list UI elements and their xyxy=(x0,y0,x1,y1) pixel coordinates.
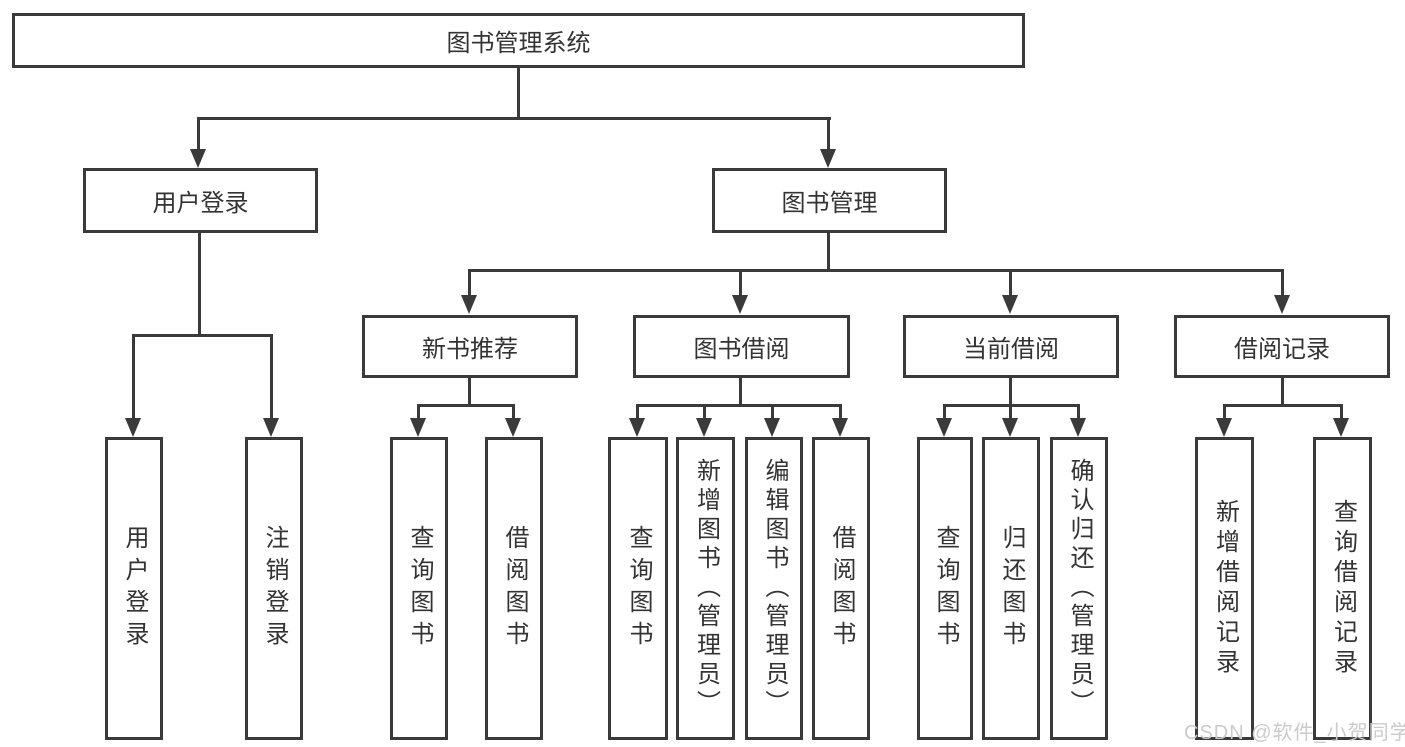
connector-user-login-split xyxy=(132,334,273,337)
arrow-down-icon xyxy=(410,418,426,437)
node-new-book-recommend: 新书推荐 xyxy=(362,315,578,378)
connector-user-login-stem xyxy=(198,233,201,337)
connector-current-borrowing-stem xyxy=(1009,378,1012,407)
node-label: 借阅图书 xyxy=(828,524,855,653)
connector-drop xyxy=(512,404,515,420)
connector-borrowing-records-split xyxy=(1223,404,1343,407)
connector-drop xyxy=(1223,404,1226,420)
arrow-down-icon xyxy=(1070,418,1086,437)
connector-drop-leaf-user-login xyxy=(132,334,135,419)
node-label: 编辑图书（管理员） xyxy=(761,458,788,719)
leaf-return-books: 归还图书 xyxy=(982,437,1040,740)
leaf-confirm-return-admin: 确认归还（管理员） xyxy=(1050,437,1108,740)
connector-drop-current-borrowing xyxy=(1009,269,1012,296)
connector-drop xyxy=(943,404,946,420)
connector-borrowing-records-stem xyxy=(1281,378,1284,407)
arrow-down-icon xyxy=(820,149,836,168)
arrow-down-icon xyxy=(629,418,645,437)
node-label: 查询借阅记录 xyxy=(1329,498,1357,679)
node-library-management-system: 图书管理系统 xyxy=(12,13,1025,68)
node-label: 图书管理系统 xyxy=(446,30,591,57)
arrow-down-icon xyxy=(696,418,712,437)
connector-drop xyxy=(703,404,706,420)
leaf-add-book-admin: 新增图书（管理员） xyxy=(676,437,735,740)
node-label: 用户登录 xyxy=(121,524,148,653)
leaf-query-books-recommend: 查询图书 xyxy=(390,437,448,740)
leaf-query-books-borrowing: 查询图书 xyxy=(608,437,668,740)
arrow-down-icon xyxy=(190,149,206,168)
connector-drop xyxy=(417,404,420,420)
connector-drop xyxy=(1009,404,1012,420)
arrow-down-icon xyxy=(764,418,780,437)
connector-drop-book-borrowing xyxy=(739,269,742,296)
connector-drop xyxy=(1340,404,1343,420)
arrow-down-icon xyxy=(125,418,141,437)
connector-drop xyxy=(839,404,842,420)
leaf-add-borrow-record: 新增借阅记录 xyxy=(1195,437,1254,740)
arrow-down-icon xyxy=(1002,295,1018,314)
node-borrowing-records: 借阅记录 xyxy=(1174,315,1390,378)
connector-root-split xyxy=(197,117,831,120)
node-user-login: 用户登录 xyxy=(83,168,318,233)
leaf-user-login: 用户登录 xyxy=(105,437,163,740)
node-book-management: 图书管理 xyxy=(712,168,947,233)
leaf-query-books-current: 查询图书 xyxy=(917,437,973,740)
connector-drop-leaf-logout xyxy=(270,334,273,419)
arrow-down-icon xyxy=(832,418,848,437)
node-label: 注销登录 xyxy=(261,524,288,653)
arrow-down-icon xyxy=(1216,418,1232,437)
node-label: 新书推荐 xyxy=(422,336,518,363)
node-label: 新增借阅记录 xyxy=(1211,498,1239,679)
node-label: 借阅图书 xyxy=(501,524,528,653)
leaf-query-borrow-record: 查询借阅记录 xyxy=(1313,437,1372,740)
arrow-down-icon xyxy=(461,295,477,314)
connector-drop-new-book-recommend xyxy=(468,269,471,296)
connector-drop-borrowing-records xyxy=(1281,269,1284,296)
node-label: 查询图书 xyxy=(406,524,433,653)
node-label: 借阅记录 xyxy=(1234,336,1330,363)
connector-book-borrowing-stem xyxy=(739,378,742,407)
connector-book-borrowing-split xyxy=(636,404,842,407)
arrow-down-icon xyxy=(936,418,952,437)
watermark: CSDN @软件_小贺同学 xyxy=(1184,722,1405,744)
connector-drop-user-login xyxy=(197,117,200,151)
arrow-down-icon xyxy=(505,418,521,437)
connector-drop-book-management xyxy=(827,117,830,151)
node-label: 查询图书 xyxy=(625,524,652,653)
node-label: 新增图书（管理员） xyxy=(692,458,720,719)
arrow-down-icon xyxy=(732,295,748,314)
arrow-down-icon xyxy=(1333,418,1349,437)
connector-new-book-recommend-split xyxy=(417,404,515,407)
leaf-borrow-books-borrowing: 借阅图书 xyxy=(812,437,870,740)
leaf-logout: 注销登录 xyxy=(245,437,303,740)
connector-book-management-split xyxy=(468,269,1284,272)
node-label: 归还图书 xyxy=(998,524,1025,653)
connector-root-stem xyxy=(517,68,520,120)
connector-book-management-stem xyxy=(827,233,830,272)
connector-drop xyxy=(636,404,639,420)
node-label: 用户登录 xyxy=(152,190,249,217)
arrow-down-icon xyxy=(1002,418,1018,437)
arrow-down-icon xyxy=(1274,295,1290,314)
node-book-borrowing: 图书借阅 xyxy=(633,315,850,378)
leaf-borrow-books-recommend: 借阅图书 xyxy=(485,437,543,740)
node-label: 确认归还（管理员） xyxy=(1066,458,1093,719)
node-label: 图书借阅 xyxy=(693,336,790,363)
leaf-edit-book-admin: 编辑图书（管理员） xyxy=(745,437,803,740)
node-current-borrowing: 当前借阅 xyxy=(903,315,1119,378)
node-label: 查询图书 xyxy=(932,524,959,653)
connector-new-book-recommend-stem xyxy=(468,378,471,407)
connector-drop xyxy=(771,404,774,420)
connector-drop xyxy=(1077,404,1080,420)
node-label: 图书管理 xyxy=(781,190,878,217)
arrow-down-icon xyxy=(263,418,279,437)
node-label: 当前借阅 xyxy=(963,336,1059,363)
